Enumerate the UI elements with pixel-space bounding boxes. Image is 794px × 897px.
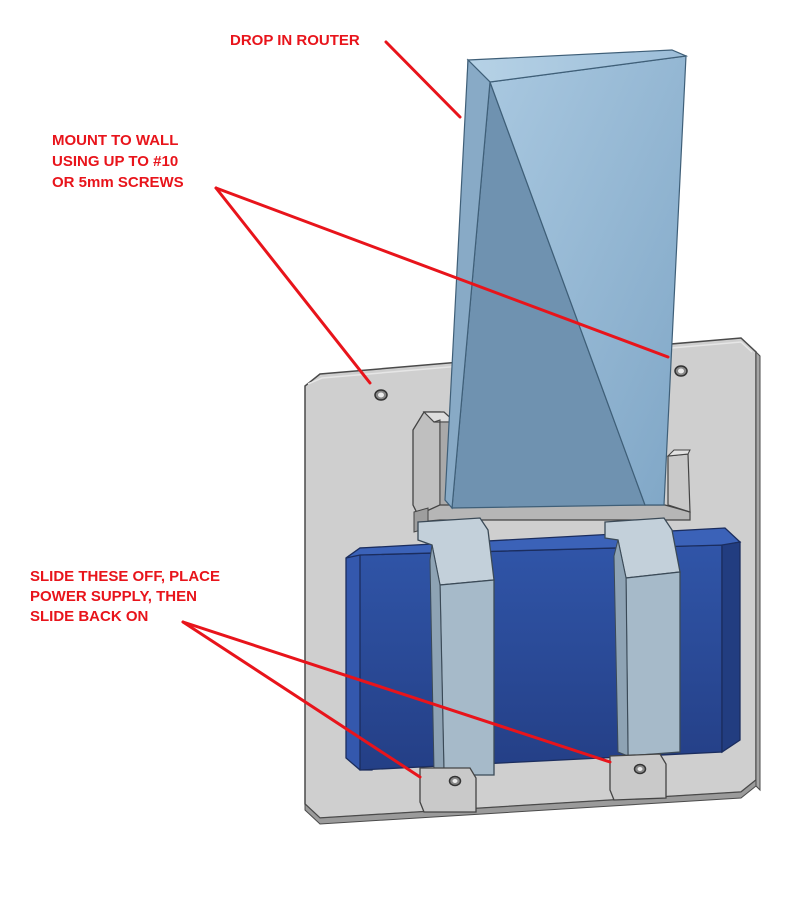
callout-wall-mount: MOUNT TO WALL USING UP TO #10 OR 5mm SCR… — [52, 132, 184, 191]
clip-left-tab — [419, 767, 477, 813]
leader-router — [384, 40, 462, 119]
screw-hole-icon — [448, 775, 462, 787]
callout-wall-line-3: OR 5mm SCREWS — [52, 174, 184, 191]
clip-right-tab — [609, 753, 667, 801]
clip-right-band-side — [613, 539, 629, 757]
callout-psu-line-3: SLIDE BACK ON — [30, 608, 148, 625]
callout-wall-line-1: MOUNT TO WALL — [52, 132, 178, 149]
clip-right-band — [625, 571, 681, 757]
leader-clip-right — [181, 620, 612, 764]
screw-hole-icon — [674, 365, 688, 377]
plate-right-edge — [755, 350, 761, 792]
cradle-right-wall — [667, 453, 691, 513]
callout-leaders — [181, 40, 670, 779]
psu-right-face — [721, 541, 741, 754]
callout-psu-line-2: POWER SUPPLY, THEN — [30, 588, 197, 605]
leader-wall-right — [214, 186, 670, 359]
router-side-face — [444, 58, 491, 510]
screw-hole-icon — [374, 389, 388, 401]
callout-wall-line-2: USING UP TO #10 — [52, 153, 178, 170]
cradle-right-top — [666, 449, 691, 457]
router-cradle — [412, 411, 691, 533]
callout-router: DROP IN ROUTER — [230, 32, 360, 49]
callout-router-line: DROP IN ROUTER — [230, 32, 360, 49]
router — [444, 49, 689, 510]
callout-power-supply: SLIDE THESE OFF, PLACE POWER SUPPLY, THE… — [30, 568, 220, 625]
cradle-left-wall — [412, 411, 441, 516]
slide-clip-right[interactable] — [604, 517, 681, 801]
slide-clip-left[interactable] — [417, 517, 495, 813]
callout-psu-line-1: SLIDE THESE OFF, PLACE — [30, 568, 220, 585]
leader-clip-left — [181, 620, 422, 779]
screw-hole-icon — [633, 763, 647, 775]
power-supply — [345, 527, 742, 771]
clip-left-band — [439, 579, 495, 776]
leader-wall-left — [214, 186, 372, 385]
